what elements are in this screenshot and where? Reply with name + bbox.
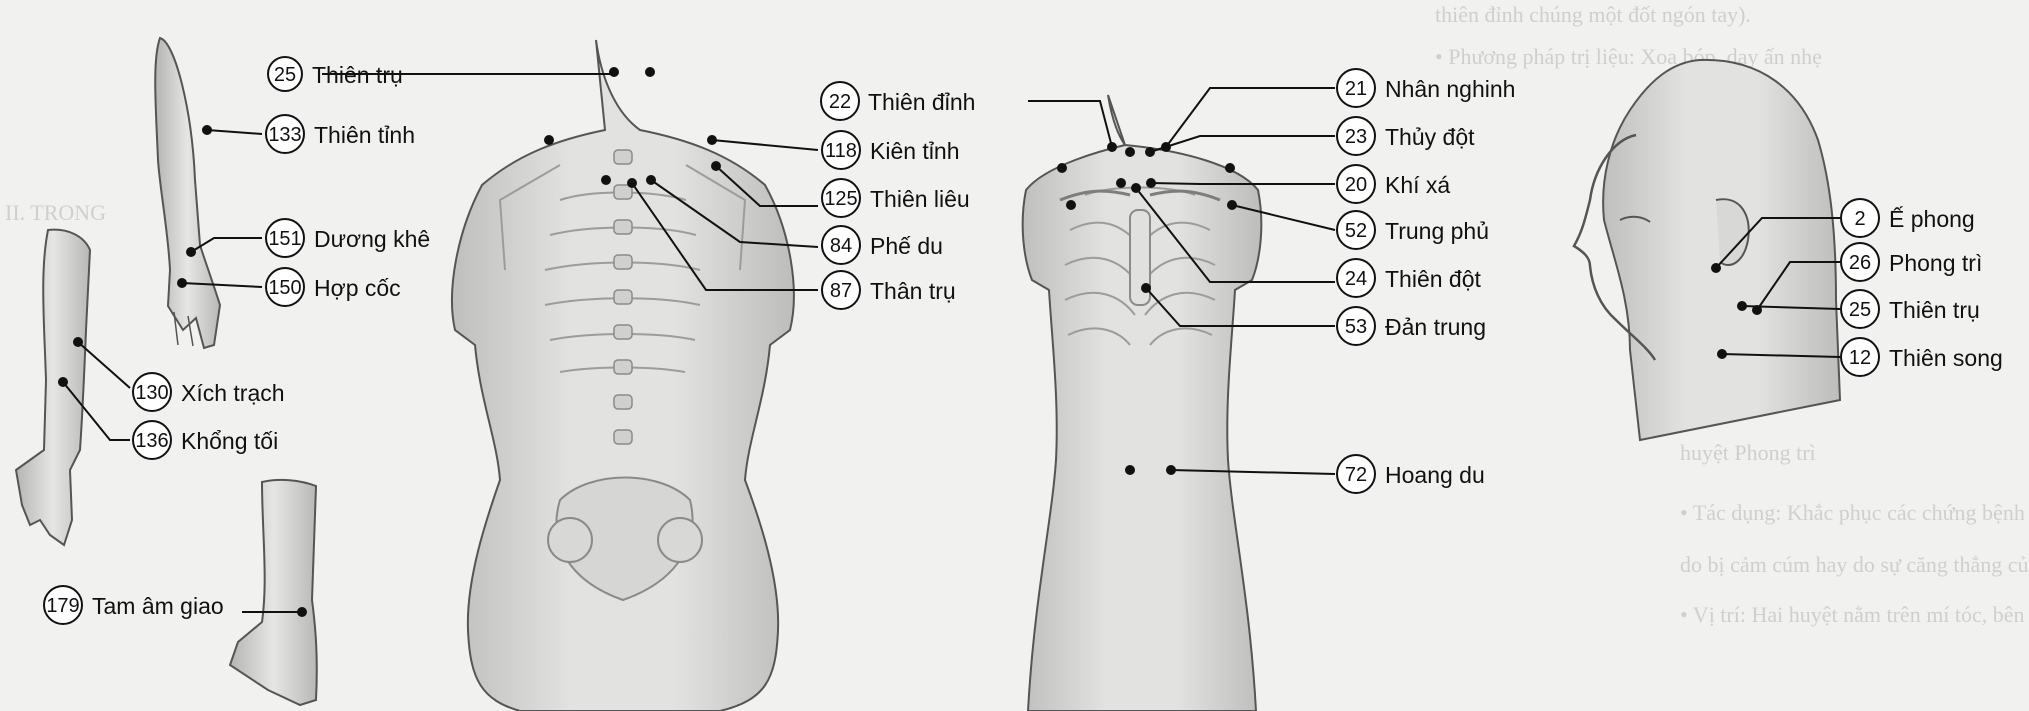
point-label: 72 Hoang du [1336,454,1485,494]
point-label: 125 Thiên liêu [821,178,970,218]
point-label: 130 Xích trạch [132,372,285,412]
point-name: Thiên liêu [870,186,970,212]
point-label: 21 Nhân nghinh [1336,68,1515,108]
point-label: 25 Thiên trụ [267,56,403,92]
point-label: 53 Đản trung [1336,306,1486,346]
point-label: 133 Thiên tỉnh [265,114,415,154]
back-torso-figure [451,39,795,711]
acupoint-dot [1116,178,1126,188]
point-number: 26 [1849,252,1871,274]
point-name: Phong trì [1889,250,1982,276]
point-label: 12 Thiên song [1840,337,2003,377]
point-name: Xích trạch [181,380,285,406]
point-label: 87 Thân trụ [821,270,956,310]
acupoint-dot [601,175,611,185]
background-text-line: • Vị trí: Hai huyệt nằm trên mí tóc, bên… [1680,602,2029,627]
leg-figure [228,478,318,707]
point-number: 136 [135,430,168,452]
point-label: 52 Trung phủ [1336,210,1489,250]
point-name: Thân trụ [870,278,956,304]
point-label: 23 Thủy đột [1336,116,1475,156]
point-name: Khí xá [1385,172,1450,198]
background-text-line: huyệt Phong trì [1680,440,1816,465]
background-text: thiên đỉnh chúng một đốt ngón tay). • Ph… [5,2,2029,627]
point-label: 84 Phế du [821,225,943,265]
point-label: 150 Hợp cốc [265,267,401,307]
point-label: 136 Khổng tối [132,420,278,460]
point-number: 12 [1849,347,1871,369]
forearm-figure [14,228,92,547]
background-text-line: II. TRONG [5,200,106,225]
point-labels: 25 Thiên trụ 133 Thiên tỉnh 151 Dương kh… [43,56,2003,625]
point-label: 20 Khí xá [1336,164,1450,204]
acupoint-dot [1225,163,1235,173]
point-number: 133 [268,124,301,146]
background-text-line: • Tác dụng: Khắc phục các chứng bệnh cảm [1680,500,2029,525]
point-name: Tam âm giao [92,593,224,619]
acupoint-dot [1057,163,1067,173]
upper-arm-figure [154,36,222,350]
point-number: 84 [830,235,852,257]
point-number: 20 [1345,174,1367,196]
point-number: 22 [829,91,851,113]
point-label: 26 Phong trì [1840,242,1982,282]
point-number: 53 [1345,316,1367,338]
point-number: 118 [825,140,857,162]
point-number: 72 [1345,464,1367,486]
point-number: 151 [268,228,301,250]
point-number: 25 [274,64,296,86]
point-name: Đản trung [1385,314,1486,340]
point-name: Thủy đột [1385,124,1475,150]
point-name: Hợp cốc [314,275,401,301]
point-number: 52 [1345,220,1367,242]
point-name: Thiên đỉnh [868,89,975,115]
point-label: 2 Ế phong [1840,198,1975,238]
acupoint-dot [609,67,619,77]
point-name: Nhân nghinh [1385,76,1515,102]
point-label: 179 Tam âm giao [43,585,224,625]
leader-lines [62,73,1841,613]
background-text-line: thiên đỉnh chúng một đốt ngón tay). [1435,2,1751,27]
point-name: Khổng tối [181,428,278,454]
background-text-line: • Phương pháp trị liệu: Xoa bóp, day ấn … [1435,44,1822,69]
point-name: Dương khê [314,226,430,252]
point-number: 150 [268,277,301,299]
point-name: Thiên trụ [1889,297,1980,323]
head-profile-figure [1572,58,1842,442]
acupoint-dot [1125,147,1135,157]
point-number: 2 [1854,208,1865,230]
point-name: Phế du [870,233,943,259]
point-name: Ế phong [1889,205,1975,232]
point-label: 118 Kiên tỉnh [821,130,960,170]
point-label: 22 Thiên đỉnh [820,81,975,121]
point-name: Thiên song [1889,345,2003,371]
acupoint-dot [645,67,655,77]
point-number: 87 [830,280,852,302]
point-label: 25 Thiên trụ [1840,289,1980,329]
point-name: Trung phủ [1385,218,1489,244]
point-number: 23 [1345,126,1367,148]
point-name: Thiên trụ [312,62,403,88]
acupoint-dot [1125,465,1135,475]
point-name: Kiên tỉnh [870,138,960,164]
acupoint-dot [1066,200,1076,210]
point-name: Hoang du [1385,462,1485,488]
acupoint-dot [544,135,554,145]
point-number: 21 [1345,78,1367,100]
point-name: Thiên đột [1385,266,1482,292]
point-number: 125 [824,188,857,210]
background-text-line: do bị cảm cúm hay do sự căng thẳng của c… [1680,552,2029,577]
point-label: 24 Thiên đột [1336,258,1482,298]
point-number: 130 [135,382,168,404]
point-label: 151 Dương khê [265,218,430,258]
point-number: 25 [1849,299,1871,321]
front-torso-figure [1021,94,1263,711]
point-number: 24 [1345,268,1367,290]
point-name: Thiên tỉnh [314,122,415,148]
point-number: 179 [46,595,79,617]
